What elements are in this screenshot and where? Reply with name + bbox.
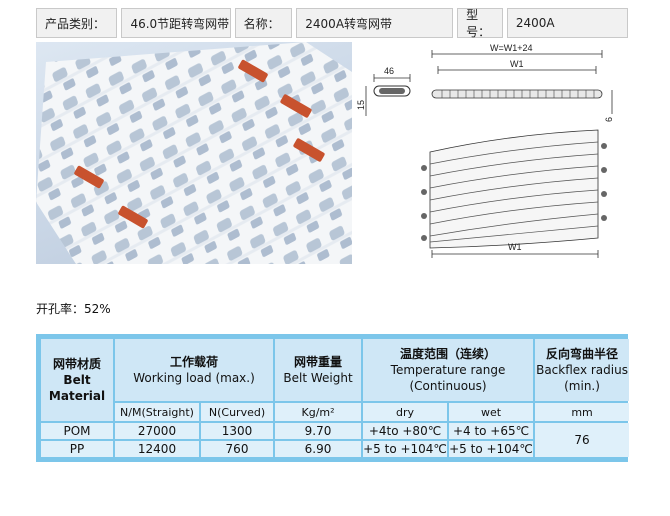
open-rate: 开孔率：52% — [36, 302, 111, 316]
wet-cell: +4 to +65℃ — [449, 423, 534, 439]
spec-table: 网带材质 Belt Material 工作载荷 Working load (ma… — [36, 334, 630, 462]
curved-subheader: N(Curved) — [201, 403, 274, 421]
wet-cell: +5 to +104℃ — [449, 441, 534, 457]
dry-cell: +4to +80℃ — [363, 423, 448, 439]
height-label: 15 — [356, 100, 366, 110]
straight-cell: 12400 — [115, 441, 199, 457]
table-row: PP 12400 760 6.90 +5 to +104℃ +5 to +104… — [41, 441, 629, 457]
radius-unit-subheader: mm — [535, 403, 630, 421]
straight-cell: 27000 — [115, 423, 199, 439]
model-label: 型号： — [457, 8, 503, 39]
name-value: 2400A转弯网带 — [296, 8, 454, 38]
material-cell: PP — [41, 441, 113, 457]
material-cell: POM — [41, 423, 113, 439]
spec-bar: 产品类别： 46.0节距转弯网带 名称： 2400A转弯网带 型号： 2400A — [36, 8, 628, 39]
load-header: 工作载荷 Working load (max.) — [115, 339, 274, 401]
rod-marks — [74, 59, 325, 229]
straight-subheader: N/M(Straight) — [115, 403, 199, 421]
temp-header: 温度范围（连续） Temperature range (Continuous) — [363, 339, 534, 401]
category-label: 产品类别： — [36, 8, 118, 38]
weight-unit-subheader: Kg/m² — [275, 403, 362, 421]
curved-view: W1 — [421, 129, 607, 258]
category-value: 46.0节距转弯网带 — [121, 8, 231, 38]
inner-width-label: W1 — [510, 59, 524, 69]
thickness-label: 6 — [604, 117, 614, 122]
curved-cell: 760 — [201, 441, 274, 457]
name-label: 名称： — [234, 8, 293, 38]
table-row: POM 27000 1300 9.70 +4to +80℃ +4 to +65℃… — [41, 423, 630, 457]
weight-cell: 9.70 — [275, 423, 362, 439]
belt-photo — [36, 42, 352, 264]
curved-width-label: W1 — [508, 242, 522, 252]
pitch-label: 46 — [384, 66, 394, 76]
material-header: 网带材质 Belt Material — [41, 339, 113, 421]
technical-drawing: 46 15 W=W1+24 W1 — [356, 42, 630, 264]
side-profile: 46 15 — [356, 66, 411, 116]
total-width-label: W=W1+24 — [490, 43, 533, 53]
dry-subheader: dry — [363, 403, 448, 421]
wet-subheader: wet — [449, 403, 534, 421]
belt-photo-illustration — [36, 42, 352, 264]
dry-cell: +5 to +104℃ — [363, 441, 448, 457]
width-view: W=W1+24 W1 6 — [431, 43, 614, 122]
model-value: 2400A — [506, 8, 628, 38]
weight-header: 网带重量 Belt Weight — [275, 339, 362, 401]
backflex-header: 反向弯曲半径 Backflex radius (min.) — [535, 339, 630, 401]
weight-cell: 6.90 — [275, 441, 362, 457]
curved-cell: 1300 — [201, 423, 274, 439]
backflex-cell: 76 — [535, 423, 630, 457]
